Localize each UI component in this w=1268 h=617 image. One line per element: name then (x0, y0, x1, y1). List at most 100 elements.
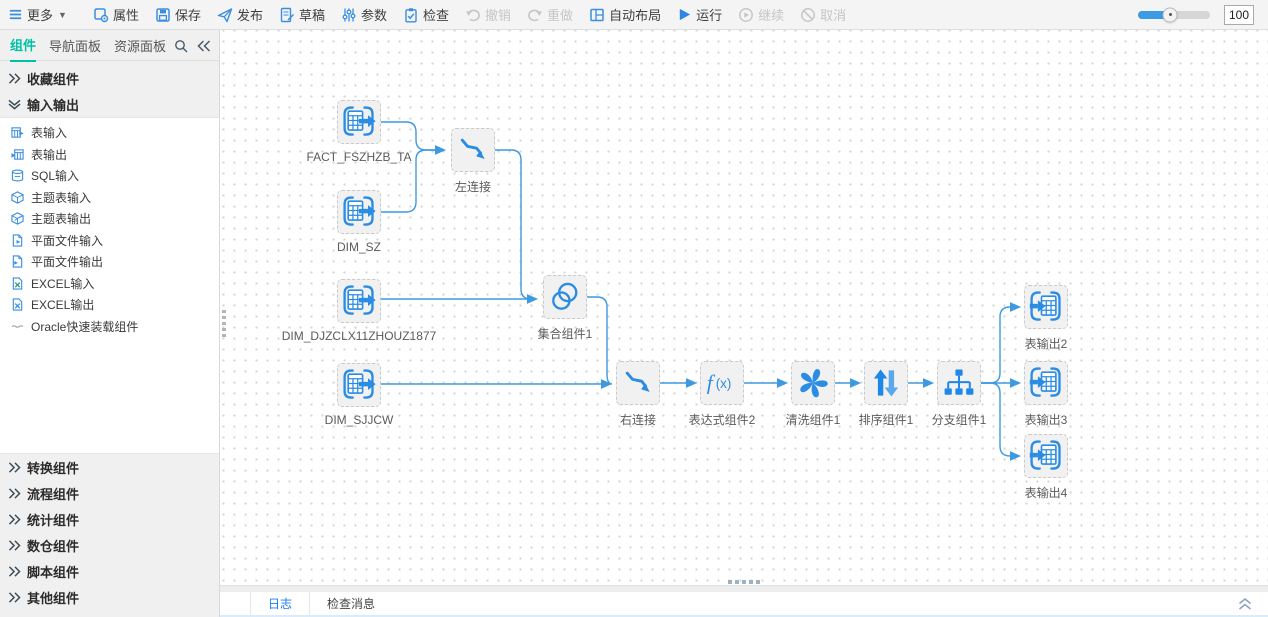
expand-panel-icon[interactable] (1238, 597, 1252, 610)
chevron-double-right-icon (8, 72, 21, 84)
more-button[interactable]: 更多 ▼ (8, 5, 67, 24)
component-table-output[interactable]: 表输出 (0, 144, 219, 166)
publish-button[interactable]: 发布 (217, 5, 263, 24)
bottom-panel-resize-handle[interactable] (728, 580, 760, 584)
check-button[interactable]: 检查 (403, 5, 449, 24)
table-output-icon (1028, 438, 1064, 474)
resume-icon (739, 7, 754, 22)
resume-button[interactable]: 继续 (738, 5, 784, 24)
node-sort-component[interactable]: 排序组件1 (859, 361, 913, 427)
table-input-icon (11, 127, 24, 138)
group-script-components[interactable]: 脚本组件 (0, 558, 219, 584)
component-excel-output[interactable]: EXCEL输出 (0, 294, 219, 316)
component-oracle-fast-loader[interactable]: Oracle快速装载组件 (0, 316, 219, 338)
draft-button[interactable]: 草稿 (279, 5, 325, 24)
component-sql-input[interactable]: SQL输入 (0, 165, 219, 187)
node-table-output-2[interactable]: 表输出2 (1024, 285, 1068, 351)
node-fact-fszhzb-ta[interactable]: FACT_FSZHZB_TA (306, 100, 412, 164)
node-table-output-4[interactable]: 表输出4 (1024, 434, 1068, 500)
node-expression-component[interactable]: 表达式组件2 (689, 361, 755, 427)
log-panel-tab-bar: 日志 检查消息 (220, 592, 1268, 617)
zoom-level-input[interactable] (1224, 4, 1254, 25)
table-output-icon (1028, 365, 1064, 401)
group-transform-components[interactable]: 转换组件 (0, 454, 219, 480)
caret-down-icon: ▼ (58, 9, 67, 20)
group-input-output[interactable]: 输入输出 (0, 91, 219, 117)
tab-resource-panel[interactable]: 资源面板 (114, 39, 167, 54)
group-favorite-components[interactable]: 收藏组件 (0, 65, 219, 91)
chevron-double-right-icon (8, 513, 21, 525)
group-warehouse-components[interactable]: 数仓组件 (0, 532, 219, 558)
run-icon (679, 8, 691, 21)
chevron-double-right-icon (8, 591, 21, 603)
component-subject-table-output[interactable]: 主题表输出 (0, 208, 219, 230)
draft-icon (280, 7, 294, 22)
node-set-component[interactable]: 集合组件1 (538, 275, 592, 341)
table-input-icon (341, 104, 377, 140)
flat-file-output-icon (12, 255, 23, 268)
tab-components[interactable]: 组件 (10, 28, 37, 62)
group-flow-components[interactable]: 流程组件 (0, 480, 219, 506)
component-excel-input[interactable]: EXCEL输入 (0, 273, 219, 295)
sort-arrows-icon (868, 365, 904, 401)
chevron-double-right-icon (8, 487, 21, 499)
auto-layout-icon (590, 8, 604, 21)
undo-button[interactable]: 撤销 (465, 5, 511, 24)
node-dim-sjjcw[interactable]: DIM_SJJCW (325, 363, 393, 427)
node-right-join[interactable]: 右连接 (616, 361, 660, 427)
component-table-input[interactable]: 表输入 (0, 122, 219, 144)
left-join-icon (455, 132, 491, 168)
search-icon[interactable] (174, 39, 188, 53)
check-icon (405, 7, 417, 22)
group-statistics-components[interactable]: 统计组件 (0, 506, 219, 532)
oracle-loader-icon (11, 324, 24, 328)
component-subject-table-input[interactable]: 主题表输入 (0, 187, 219, 209)
tab-log[interactable]: 日志 (250, 592, 311, 615)
cancel-icon (801, 7, 816, 22)
group-other-components[interactable]: 其他组件 (0, 584, 219, 610)
params-button[interactable]: 参数 (341, 5, 387, 24)
branch-tree-icon (941, 365, 977, 401)
component-flat-file-input[interactable]: 平面文件输入 (0, 230, 219, 252)
zoom-slider[interactable] (1138, 7, 1210, 22)
flow-canvas[interactable]: FACT_FSZHZB_TA DIM_SZ 左连接 DIM_DJZCLX11ZH… (220, 30, 1268, 585)
zoom-slider-thumb[interactable] (1162, 7, 1178, 22)
node-dim-djzclx[interactable]: DIM_DJZCLX11ZHOUZ1877 (282, 279, 436, 343)
flat-file-input-icon (12, 234, 23, 247)
node-clean-component[interactable]: 清洗组件1 (786, 361, 840, 427)
sidebar-resize-handle[interactable] (221, 310, 226, 337)
redo-icon (528, 9, 542, 21)
tab-navigation-panel[interactable]: 导航面板 (49, 39, 102, 54)
redo-button[interactable]: 重做 (527, 5, 573, 24)
node-left-join[interactable]: 左连接 (451, 128, 495, 194)
log-panel-divider (220, 585, 1268, 592)
menu-icon (9, 9, 22, 20)
properties-button[interactable]: 属性 (93, 5, 139, 24)
undo-icon (466, 9, 480, 21)
chevron-double-right-icon (8, 539, 21, 551)
excel-output-icon (12, 298, 23, 311)
auto-layout-button[interactable]: 自动布局 (589, 5, 661, 24)
sidebar-tab-bar: 组件 导航面板 资源面板 (0, 28, 219, 62)
main-toolbar: 更多 ▼ 属性 保存 发布 草稿 参数 检查 撤销 (0, 0, 1268, 30)
node-branch-component[interactable]: 分支组件1 (932, 361, 986, 427)
table-input-icon (341, 367, 377, 403)
log-panel: 日志 检查消息 (220, 585, 1268, 617)
table-input-icon (341, 283, 377, 319)
component-flat-file-output[interactable]: 平面文件输出 (0, 251, 219, 273)
params-icon (342, 8, 356, 21)
run-button[interactable]: 运行 (677, 5, 722, 24)
tab-check-messages[interactable]: 检查消息 (327, 597, 376, 611)
chevron-double-right-icon (8, 565, 21, 577)
zoom-slider-fill (1138, 10, 1171, 19)
table-output-icon (11, 149, 24, 160)
node-table-output-3[interactable]: 表输出3 (1024, 361, 1068, 427)
clean-pinwheel-icon (795, 365, 831, 401)
save-button[interactable]: 保存 (155, 5, 201, 24)
node-dim-sz[interactable]: DIM_SZ (337, 190, 381, 254)
input-output-component-list: 表输入 表输出 SQL输入 主题表输入 主题表输出 平面文件输入 (0, 117, 219, 454)
collapse-panel-icon[interactable] (197, 39, 211, 52)
cancel-button[interactable]: 取消 (800, 5, 846, 24)
fx-expression-icon (704, 365, 740, 401)
